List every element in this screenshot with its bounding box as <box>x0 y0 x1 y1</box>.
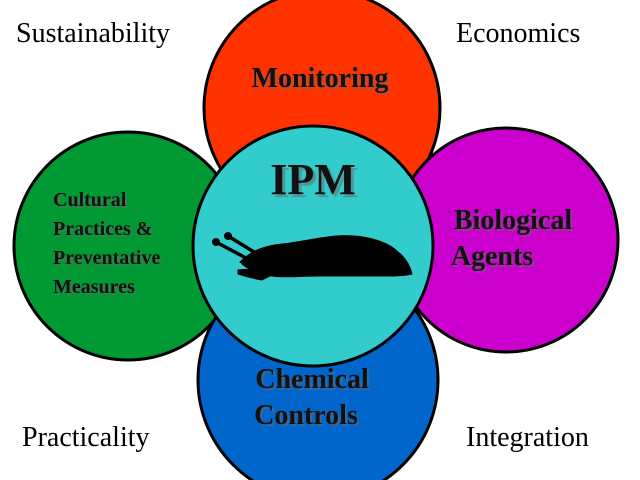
corner-label-economics: Economics <box>456 18 581 49</box>
petal-left-label-line2-shadow: Practices & <box>55 220 154 242</box>
petal-left-label-line2: Practices & <box>53 218 152 240</box>
petal-left-label-line1-shadow: Cultural <box>55 191 129 213</box>
petal-bottom-label-line1: Chemical <box>255 364 369 395</box>
petal-right-label-line2-shadow: Agents <box>453 243 536 274</box>
center-title: IPM <box>270 155 356 204</box>
corner-label-integration: Integration <box>466 422 589 453</box>
petal-right-label-line1-shadow: Biological <box>456 207 574 238</box>
petal-left-label-line3-shadow: Preventative <box>55 249 162 271</box>
petal-left-label-line4-shadow: Measures <box>55 278 137 300</box>
petal-left-label-line1: Cultural <box>53 189 127 211</box>
petal-left-label-line4: Measures <box>53 276 135 298</box>
petal-right-label-line2: Agents <box>451 241 534 272</box>
center-title-shadow: IPM <box>273 158 359 207</box>
petal-right-label-line1: Biological <box>454 205 572 236</box>
slug-icon <box>212 232 413 281</box>
petal-top-label: Monitoring <box>252 63 389 94</box>
petal-bottom-label-line2-shadow: Controls <box>256 402 360 433</box>
corner-label-sustainability: Sustainability <box>16 18 170 49</box>
petal-bottom-label-line1-shadow: Chemical <box>257 366 371 397</box>
petal-left-label-line3: Preventative <box>53 247 160 269</box>
petal-bottom-label-line2: Controls <box>254 400 358 431</box>
corner-label-practicality: Practicality <box>22 422 150 453</box>
petal-top-label-shadow: Monitoring <box>254 65 391 96</box>
